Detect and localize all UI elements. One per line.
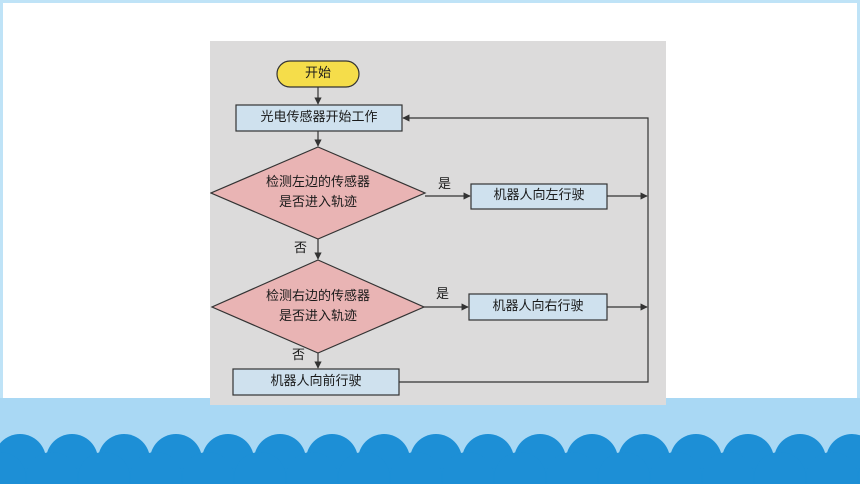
wave-scallop: [286, 452, 338, 484]
decision-left-line-2: 是否进入轨迹: [278, 195, 357, 210]
decision-left-label: 检测左边的传感器 是否进入轨迹: [238, 173, 398, 213]
wave-row-front: [0, 452, 860, 484]
wave-scallop: [442, 452, 494, 484]
wave-scallop: [390, 452, 442, 484]
decision-right-label: 检测右边的传感器 是否进入轨迹: [238, 287, 398, 327]
sensor-work-label: 光电传感器开始工作: [260, 110, 378, 125]
wave-scallop: [546, 452, 598, 484]
yes-label-left: 是: [438, 177, 452, 192]
flowchart: [210, 60, 649, 396]
wave-scallop: [234, 452, 286, 484]
wave-scallop: [598, 452, 650, 484]
wave-scallop: [806, 452, 858, 484]
wave-scallop: [702, 452, 754, 484]
action-forward-label: 机器人向前行驶: [270, 374, 362, 389]
wave-scallop: [0, 452, 26, 484]
sensor-work-box: [235, 104, 403, 132]
action-right-label: 机器人向右行驶: [492, 299, 584, 314]
wave-scallop: [182, 452, 234, 484]
decision-right-line-2: 是否进入轨迹: [278, 309, 357, 324]
return-loop-line: [399, 114, 649, 383]
wave-scallop: [338, 452, 390, 484]
no-label-left: 否: [294, 241, 308, 256]
wave-decoration: [0, 434, 860, 484]
action-left-label: 机器人向左行驶: [493, 188, 585, 203]
action-left-box: [470, 183, 608, 210]
no-label-right: 否: [292, 348, 306, 363]
wave-scallop: [130, 452, 182, 484]
decision-right-line-1: 检测右边的传感器: [265, 289, 370, 304]
wave-scallop: [754, 452, 806, 484]
wave-scallop: [78, 452, 130, 484]
wave-scallop: [494, 452, 546, 484]
wave-scallop: [650, 452, 702, 484]
yes-label-right: 是: [436, 287, 450, 302]
decision-left-line-1: 检测左边的传感器: [265, 175, 370, 190]
wave-scallop: [26, 452, 78, 484]
start-label: 开始: [304, 66, 331, 81]
